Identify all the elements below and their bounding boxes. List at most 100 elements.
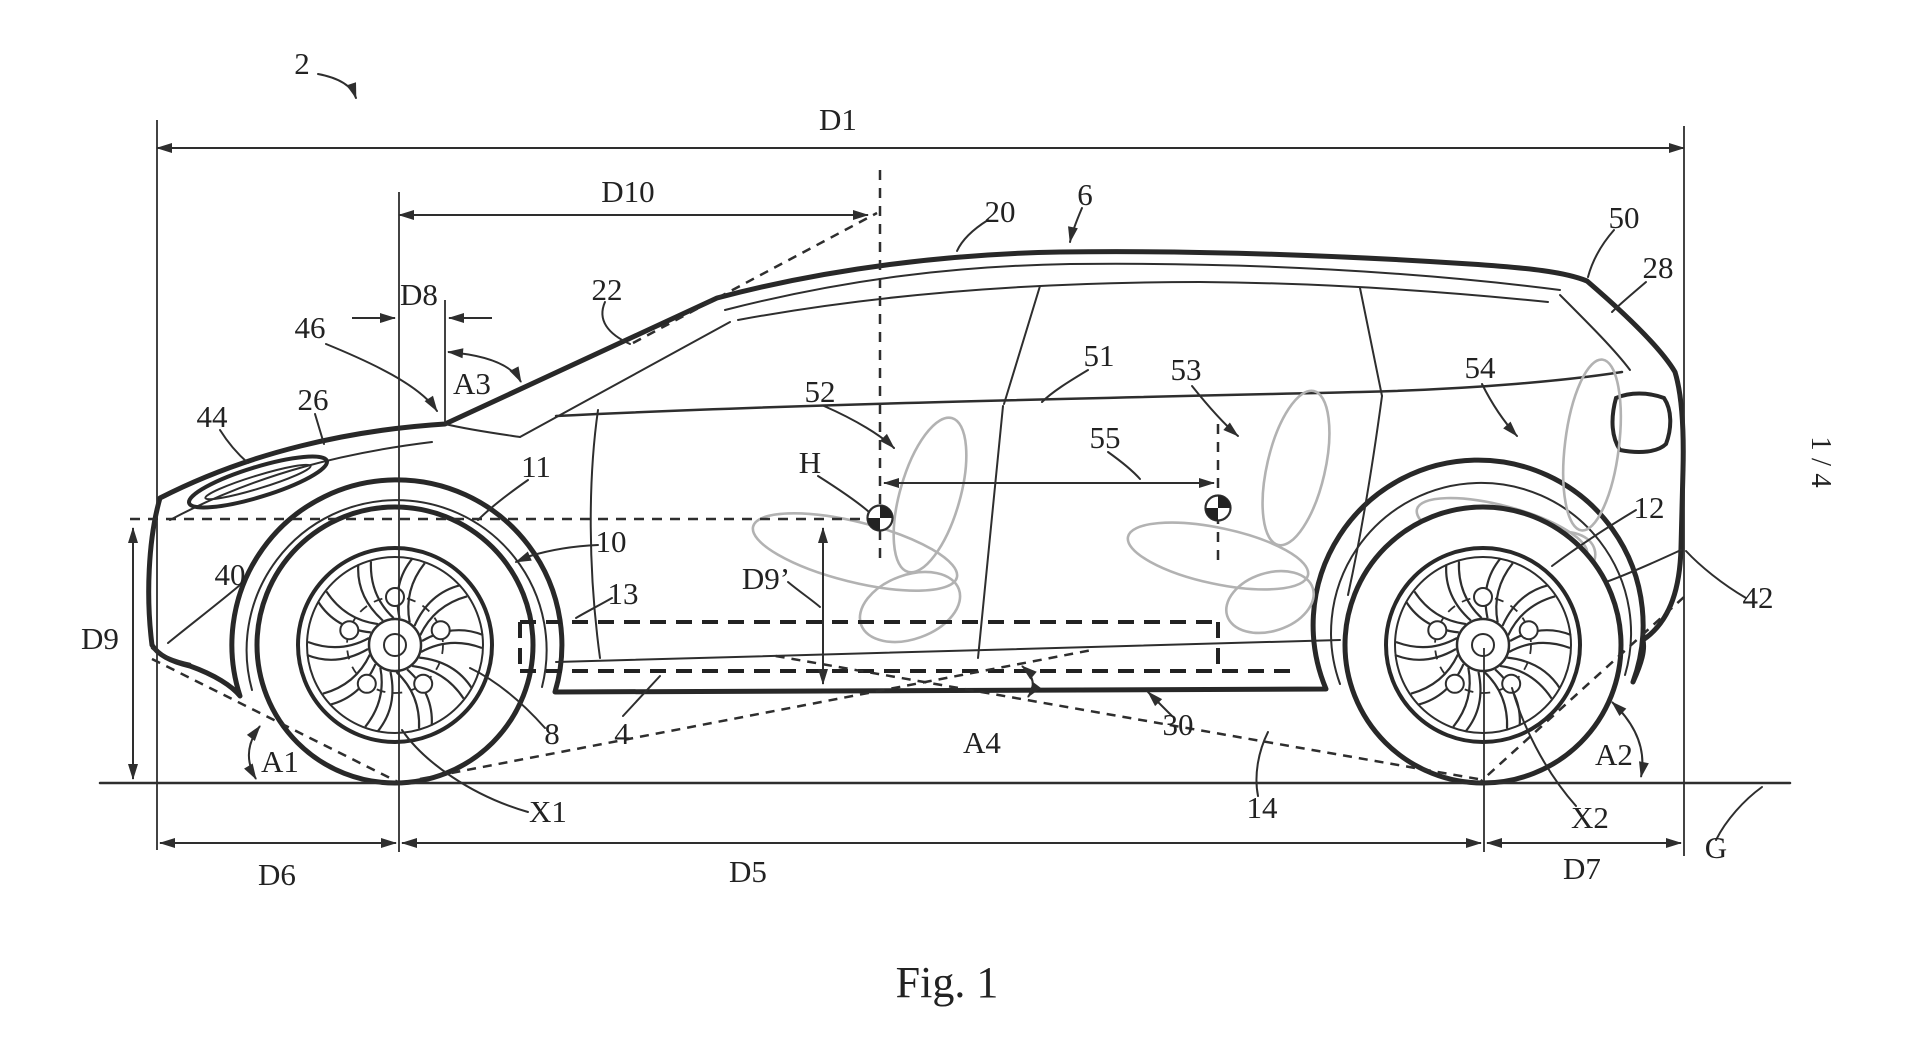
label-ref-14: 14 bbox=[1247, 790, 1279, 825]
seat-row-middle bbox=[1126, 389, 1331, 635]
leader-40 bbox=[167, 584, 241, 644]
d-pillar-glass-line bbox=[1559, 294, 1631, 371]
label-ref-2: 2 bbox=[294, 46, 310, 81]
roof-inner-line bbox=[724, 262, 1561, 311]
hood-vent bbox=[187, 454, 329, 510]
label-h-point: H bbox=[799, 445, 821, 480]
label-ref-22: 22 bbox=[592, 272, 623, 307]
sheet-number: 1 / 4 bbox=[1805, 436, 1837, 488]
label-dim-d1: D1 bbox=[819, 102, 857, 137]
leader-h bbox=[817, 475, 870, 513]
hood-inner-line bbox=[169, 441, 433, 521]
front-h-point-marker bbox=[866, 504, 894, 532]
front-wheel bbox=[257, 507, 533, 783]
leader-42 bbox=[1685, 550, 1747, 599]
leader-14 bbox=[1255, 731, 1269, 797]
label-ref-50: 50 bbox=[1609, 200, 1640, 235]
rear-bumper-crease bbox=[1605, 549, 1682, 583]
label-ref-44: 44 bbox=[197, 399, 229, 434]
label-ref-11: 11 bbox=[521, 449, 551, 484]
front-lip-line bbox=[150, 646, 192, 666]
label-ref-10: 10 bbox=[596, 524, 627, 559]
dimension-lines bbox=[128, 120, 1685, 856]
rear-wheel bbox=[1345, 507, 1621, 783]
label-ref-20: 20 bbox=[985, 194, 1016, 229]
rear-door-edge bbox=[1347, 395, 1383, 596]
leader-11 bbox=[477, 479, 529, 521]
rear-arch-inner bbox=[1330, 481, 1633, 685]
leader-2 bbox=[317, 73, 357, 99]
label-ref-13: 13 bbox=[608, 576, 639, 611]
leader-12 bbox=[1551, 509, 1637, 567]
label-dim-d8: D8 bbox=[400, 277, 438, 312]
leader-50 bbox=[1587, 229, 1615, 278]
leader-51 bbox=[1041, 369, 1089, 403]
label-dim-d5: D5 bbox=[729, 854, 767, 889]
leader-20 bbox=[956, 219, 989, 252]
label-ref-30: 30 bbox=[1163, 707, 1194, 742]
label-ref-54: 54 bbox=[1465, 350, 1497, 385]
rear-h-point-marker bbox=[1204, 494, 1232, 522]
label-ref-26: 26 bbox=[298, 382, 329, 417]
ramp-line-rear bbox=[769, 653, 1479, 781]
beltline bbox=[554, 370, 1624, 418]
label-ref-8: 8 bbox=[544, 716, 560, 751]
label-ref-51: 51 bbox=[1084, 338, 1115, 373]
labels: 2 D1 D10 D8 46 A3 26 44 22 20 6 50 28 54… bbox=[81, 46, 1837, 1007]
approach-angle-line bbox=[151, 657, 403, 786]
mid-door-edge bbox=[977, 405, 1004, 659]
leader-26 bbox=[314, 413, 325, 445]
rocker-crease bbox=[555, 639, 1341, 663]
leader-55 bbox=[1107, 451, 1141, 480]
departure-angle-line bbox=[1477, 596, 1685, 785]
a1-arc bbox=[244, 725, 261, 780]
a2-arc bbox=[1611, 701, 1649, 778]
leader-22 bbox=[601, 301, 631, 345]
label-dim-d7: D7 bbox=[1563, 851, 1601, 886]
leader-13 bbox=[575, 597, 613, 619]
label-ref-46: 46 bbox=[295, 310, 326, 345]
leader-28 bbox=[1611, 281, 1647, 313]
windshield-inner-line bbox=[519, 321, 731, 438]
leader-46 bbox=[325, 343, 438, 412]
leader-g bbox=[1715, 786, 1763, 841]
cowl-line bbox=[444, 423, 521, 438]
a3-arc bbox=[447, 348, 522, 383]
label-angle-a1: A1 bbox=[261, 744, 299, 779]
label-dim-d10: D10 bbox=[601, 174, 654, 209]
tail-lamp bbox=[1610, 391, 1673, 454]
label-dim-d6: D6 bbox=[258, 857, 296, 892]
label-angle-a2: A2 bbox=[1595, 737, 1633, 772]
leader-8 bbox=[469, 667, 546, 729]
leader-44 bbox=[219, 429, 249, 464]
leader-54 bbox=[1481, 383, 1518, 437]
label-ref-28: 28 bbox=[1643, 250, 1674, 285]
leader-30 bbox=[1147, 691, 1173, 717]
label-ref-6: 6 bbox=[1077, 177, 1093, 212]
ramp-line-front bbox=[419, 648, 1093, 781]
construction-lines bbox=[130, 170, 1685, 786]
label-ref-4: 4 bbox=[614, 716, 630, 751]
leader-52 bbox=[823, 405, 895, 449]
leader-6 bbox=[1068, 207, 1083, 243]
label-angle-a4: A4 bbox=[963, 725, 1001, 760]
leader-x1 bbox=[401, 729, 529, 813]
label-dim-d9-prime: D9’ bbox=[742, 561, 790, 596]
leader-lines bbox=[167, 73, 1763, 841]
label-ref-42: 42 bbox=[1743, 580, 1774, 615]
leader-d9-prime bbox=[787, 581, 821, 608]
label-dim-d9: D9 bbox=[81, 621, 119, 656]
label-ref-40: 40 bbox=[215, 557, 246, 592]
a-pillar-extension-line bbox=[632, 211, 878, 345]
leader-4 bbox=[622, 675, 661, 717]
battery-pack-outline bbox=[518, 620, 1300, 673]
b-pillar-glass-line bbox=[1003, 285, 1041, 405]
leader-10 bbox=[515, 544, 599, 563]
label-x2: X2 bbox=[1571, 800, 1609, 835]
label-ref-12: 12 bbox=[1634, 490, 1665, 525]
angle-arcs bbox=[244, 348, 1649, 780]
label-angle-a3: A3 bbox=[453, 366, 491, 401]
label-ref-55: 55 bbox=[1090, 420, 1121, 455]
